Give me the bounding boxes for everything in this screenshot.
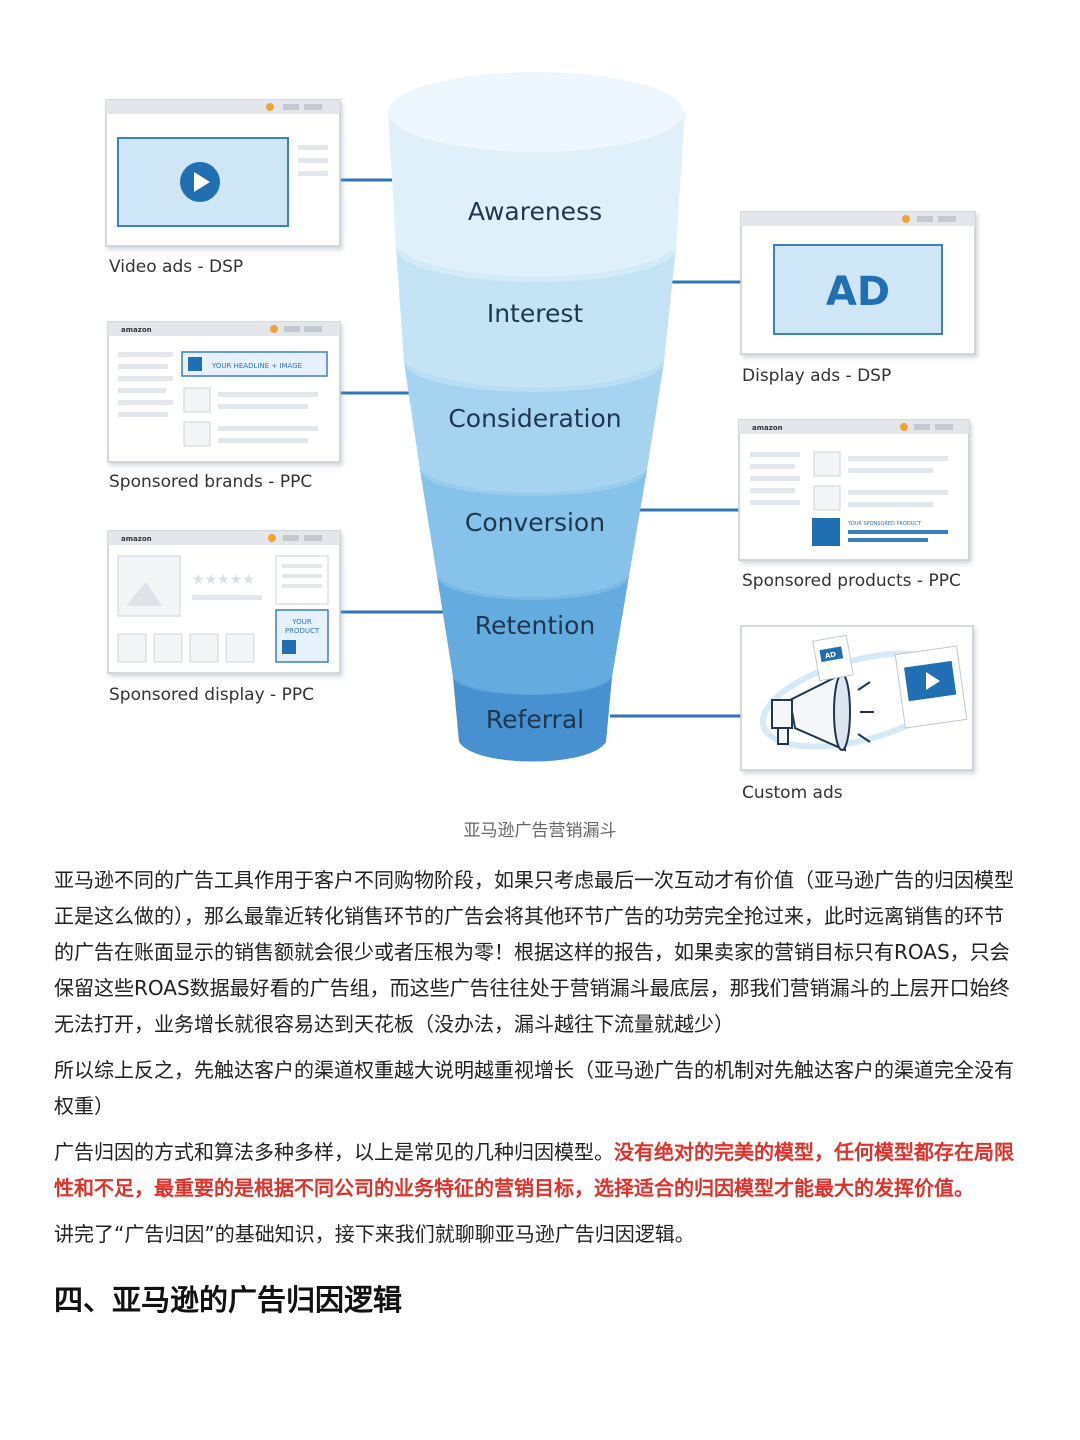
figure-caption: 亚马逊广告营销漏斗 xyxy=(463,821,617,841)
funnel-stage-referral xyxy=(453,677,612,762)
label-sponsored-brands: Sponsored brands - PPC xyxy=(109,472,312,492)
stage-label-retention: Retention xyxy=(475,611,596,640)
paragraph-4: 讲完了“广告归因”的基础知识，接下来我们就聊聊亚马逊广告归因逻辑。 xyxy=(54,1222,695,1246)
video-ads-card: Video ads - DSP xyxy=(105,99,341,277)
window-dot-icon xyxy=(270,325,278,333)
paragraph-2: 所以综上反之，先触达客户的渠道权重越大说明越重视增长（亚马逊广告的机制对先触达客… xyxy=(54,1058,1014,1118)
product-image-placeholder-icon xyxy=(117,555,181,617)
your-product-text: YOUR xyxy=(291,618,312,626)
image-placeholder-icon xyxy=(183,421,211,447)
stage-label-awareness: Awareness xyxy=(468,197,602,226)
sponsored-display-card: amazon ★★★★★ YOUR PRODUCT Sponsored disp… xyxy=(107,530,341,705)
funnel-stage-interest xyxy=(396,248,676,388)
sponsored-brands-card: amazon YOUR HEADLINE + IMAGE Sponsored b… xyxy=(107,321,341,492)
article-body: 亚马逊不同的广告工具作用于客户不同购物阶段，如果只考虑最后一次互动才有价值（亚马… xyxy=(54,862,1019,1320)
rating-stars-icon: ★★★★★ xyxy=(192,572,255,588)
image-placeholder-icon xyxy=(813,451,841,477)
window-dot-icon xyxy=(268,534,276,542)
label-video-ads: Video ads - DSP xyxy=(109,257,243,277)
window-dot-icon xyxy=(900,423,908,431)
image-placeholder-icon xyxy=(813,485,841,511)
label-custom-ads: Custom ads xyxy=(742,783,843,803)
sponsored-product-mock-text: YOUR SPONSORED PRODUCT xyxy=(847,521,922,527)
image-icon xyxy=(282,640,296,654)
stage-label-conversion: Conversion xyxy=(465,508,605,537)
paragraph-3-normal: 广告归因的方式和算法多种多样，以上是常见的几种归因模型。 xyxy=(54,1140,614,1164)
custom-ads-card: AD Custom ads xyxy=(740,625,974,803)
label-display-ads: Display ads - DSP xyxy=(742,366,891,386)
window-dot-icon xyxy=(266,103,274,111)
image-placeholder-icon xyxy=(183,387,211,413)
amazon-logo-text: amazon xyxy=(121,535,152,543)
connector-lines xyxy=(340,178,742,718)
paragraph-1: 亚马逊不同的广告工具作用于客户不同购物阶段，如果只考虑最后一次互动才有价值（亚马… xyxy=(54,868,1014,1036)
amazon-logo-text: amazon xyxy=(121,326,152,334)
stage-label-referral: Referral xyxy=(486,705,584,734)
marketing-funnel-figure: Awareness Interest Consideration Convers… xyxy=(105,72,976,803)
sponsored-products-card: amazon YOUR SPONSORED PRODUCT Sponsored … xyxy=(738,419,970,591)
funnel-stage-retention xyxy=(437,576,629,695)
your-product-text-2: PRODUCT xyxy=(285,627,320,635)
paragraph-3: 广告归因的方式和算法多种多样，以上是常见的几种归因模型。没有绝对的完美的模型，任… xyxy=(54,1134,1019,1206)
label-sponsored-display: Sponsored display - PPC xyxy=(109,685,314,705)
ad-big-text: AD xyxy=(826,269,890,315)
stage-label-interest: Interest xyxy=(487,299,584,328)
headline-mock-text: YOUR HEADLINE + IMAGE xyxy=(211,362,302,370)
ad-card-icon: AD xyxy=(812,634,854,682)
section-heading: 四、亚马逊的广告归因逻辑 xyxy=(54,1283,403,1317)
funnel-stage-consideration xyxy=(404,362,664,493)
image-icon xyxy=(188,357,202,371)
stage-label-consideration: Consideration xyxy=(448,404,621,433)
amazon-logo-text: amazon xyxy=(752,424,783,432)
label-sponsored-products: Sponsored products - PPC xyxy=(742,571,961,591)
ad-small-text: AD xyxy=(824,650,837,660)
display-ads-card: AD Display ads - DSP xyxy=(740,211,976,386)
window-dot-icon xyxy=(902,215,910,223)
funnel: Awareness Interest Consideration Convers… xyxy=(388,72,685,762)
image-icon xyxy=(812,518,840,546)
video-card-icon xyxy=(894,645,968,729)
megaphone-icon xyxy=(771,673,874,752)
paragraph-3-highlight: 没有绝对的完美的模型，任何模型都存在局限性和不足，最重要的是根据不同公司的业务特… xyxy=(54,1140,1014,1200)
funnel-stage-conversion xyxy=(420,470,647,597)
funnel-stage-awareness xyxy=(388,112,685,277)
